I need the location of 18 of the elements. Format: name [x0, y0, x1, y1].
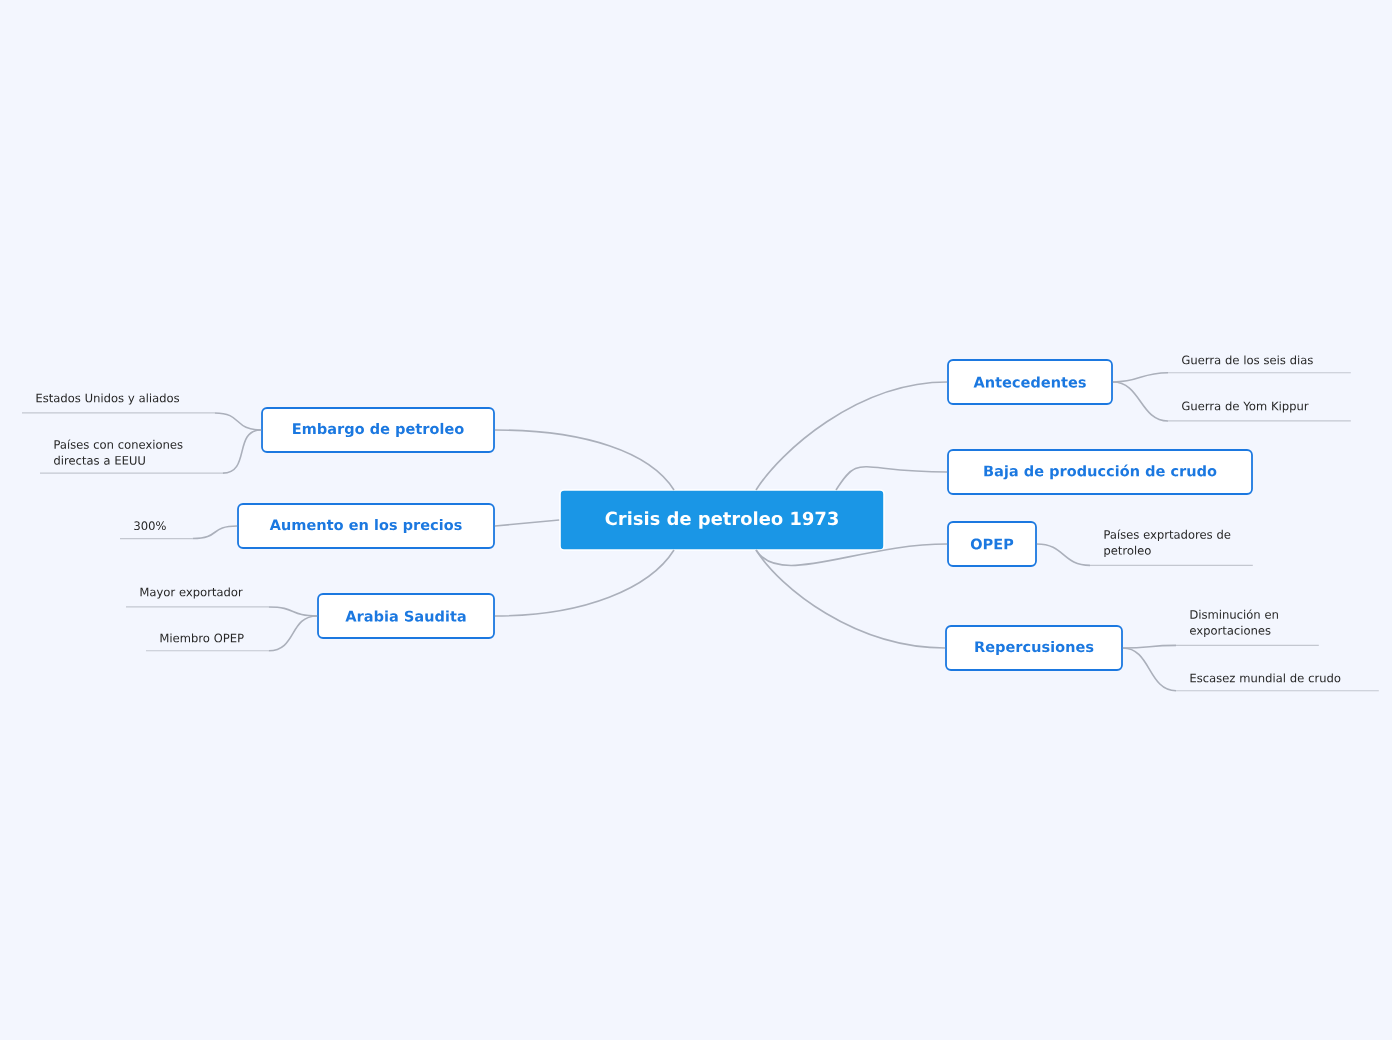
- connector-line: [755, 549, 946, 649]
- connector-line: [755, 543, 948, 567]
- connector-line: [1122, 644, 1177, 649]
- connector-line: [192, 525, 238, 540]
- connector-line: [755, 381, 948, 491]
- connector-line: [268, 606, 318, 617]
- central-topic-box: Crisis de petroleo 1973: [559, 489, 885, 551]
- connector-line: [1112, 371, 1169, 383]
- connector-line: [268, 615, 318, 652]
- connector-line: [1036, 543, 1091, 567]
- connector-line: [494, 519, 560, 527]
- connector-line: [1122, 647, 1177, 692]
- connector-line: [214, 412, 262, 431]
- connector-line: [1112, 381, 1169, 422]
- connector-line: [222, 429, 262, 474]
- connector-line: [494, 549, 675, 617]
- connector-line: [494, 429, 675, 491]
- connector-line: [835, 465, 948, 491]
